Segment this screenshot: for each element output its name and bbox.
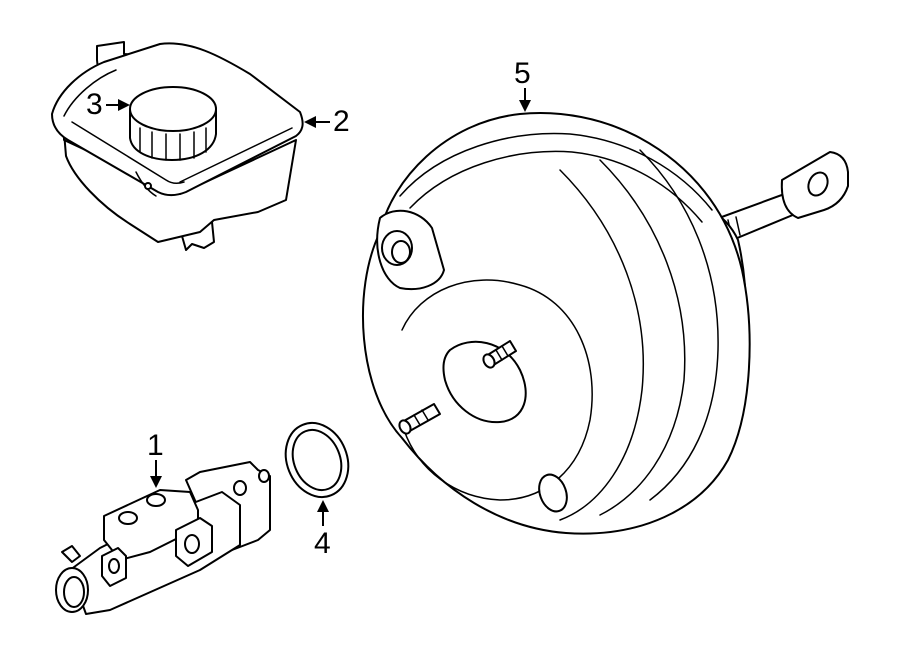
callout-5: 5 xyxy=(514,57,531,112)
svg-text:5: 5 xyxy=(514,57,531,90)
callout-4: 4 xyxy=(314,500,331,560)
svg-text:3: 3 xyxy=(86,88,103,121)
callout-2: 2 xyxy=(304,105,350,138)
reservoir-cap[interactable] xyxy=(129,86,217,161)
callout-1: 1 xyxy=(147,429,164,488)
svg-text:1: 1 xyxy=(147,429,164,462)
booster-side-contour-3 xyxy=(559,169,644,521)
reservoir-tank xyxy=(63,131,297,243)
master-cylinder[interactable] xyxy=(55,461,271,615)
svg-text:2: 2 xyxy=(333,105,350,138)
booster-center-bore xyxy=(442,340,527,424)
brake-booster[interactable] xyxy=(362,112,849,535)
booster-stud-lower xyxy=(398,403,441,435)
booster-mount-boss xyxy=(376,209,445,290)
booster-side-contour-1 xyxy=(639,149,719,501)
booster-stud-upper xyxy=(482,340,517,369)
seal-ring[interactable] xyxy=(275,414,359,507)
callout-3: 3 xyxy=(86,88,130,121)
booster-lower-hole xyxy=(538,473,568,513)
booster-rim-band-inner xyxy=(409,150,703,223)
booster-body xyxy=(362,112,751,535)
svg-text:4: 4 xyxy=(314,527,331,560)
booster-front-face xyxy=(401,279,593,501)
booster-side-contour-2 xyxy=(599,159,686,516)
booster-rim-band-outer xyxy=(399,132,713,211)
